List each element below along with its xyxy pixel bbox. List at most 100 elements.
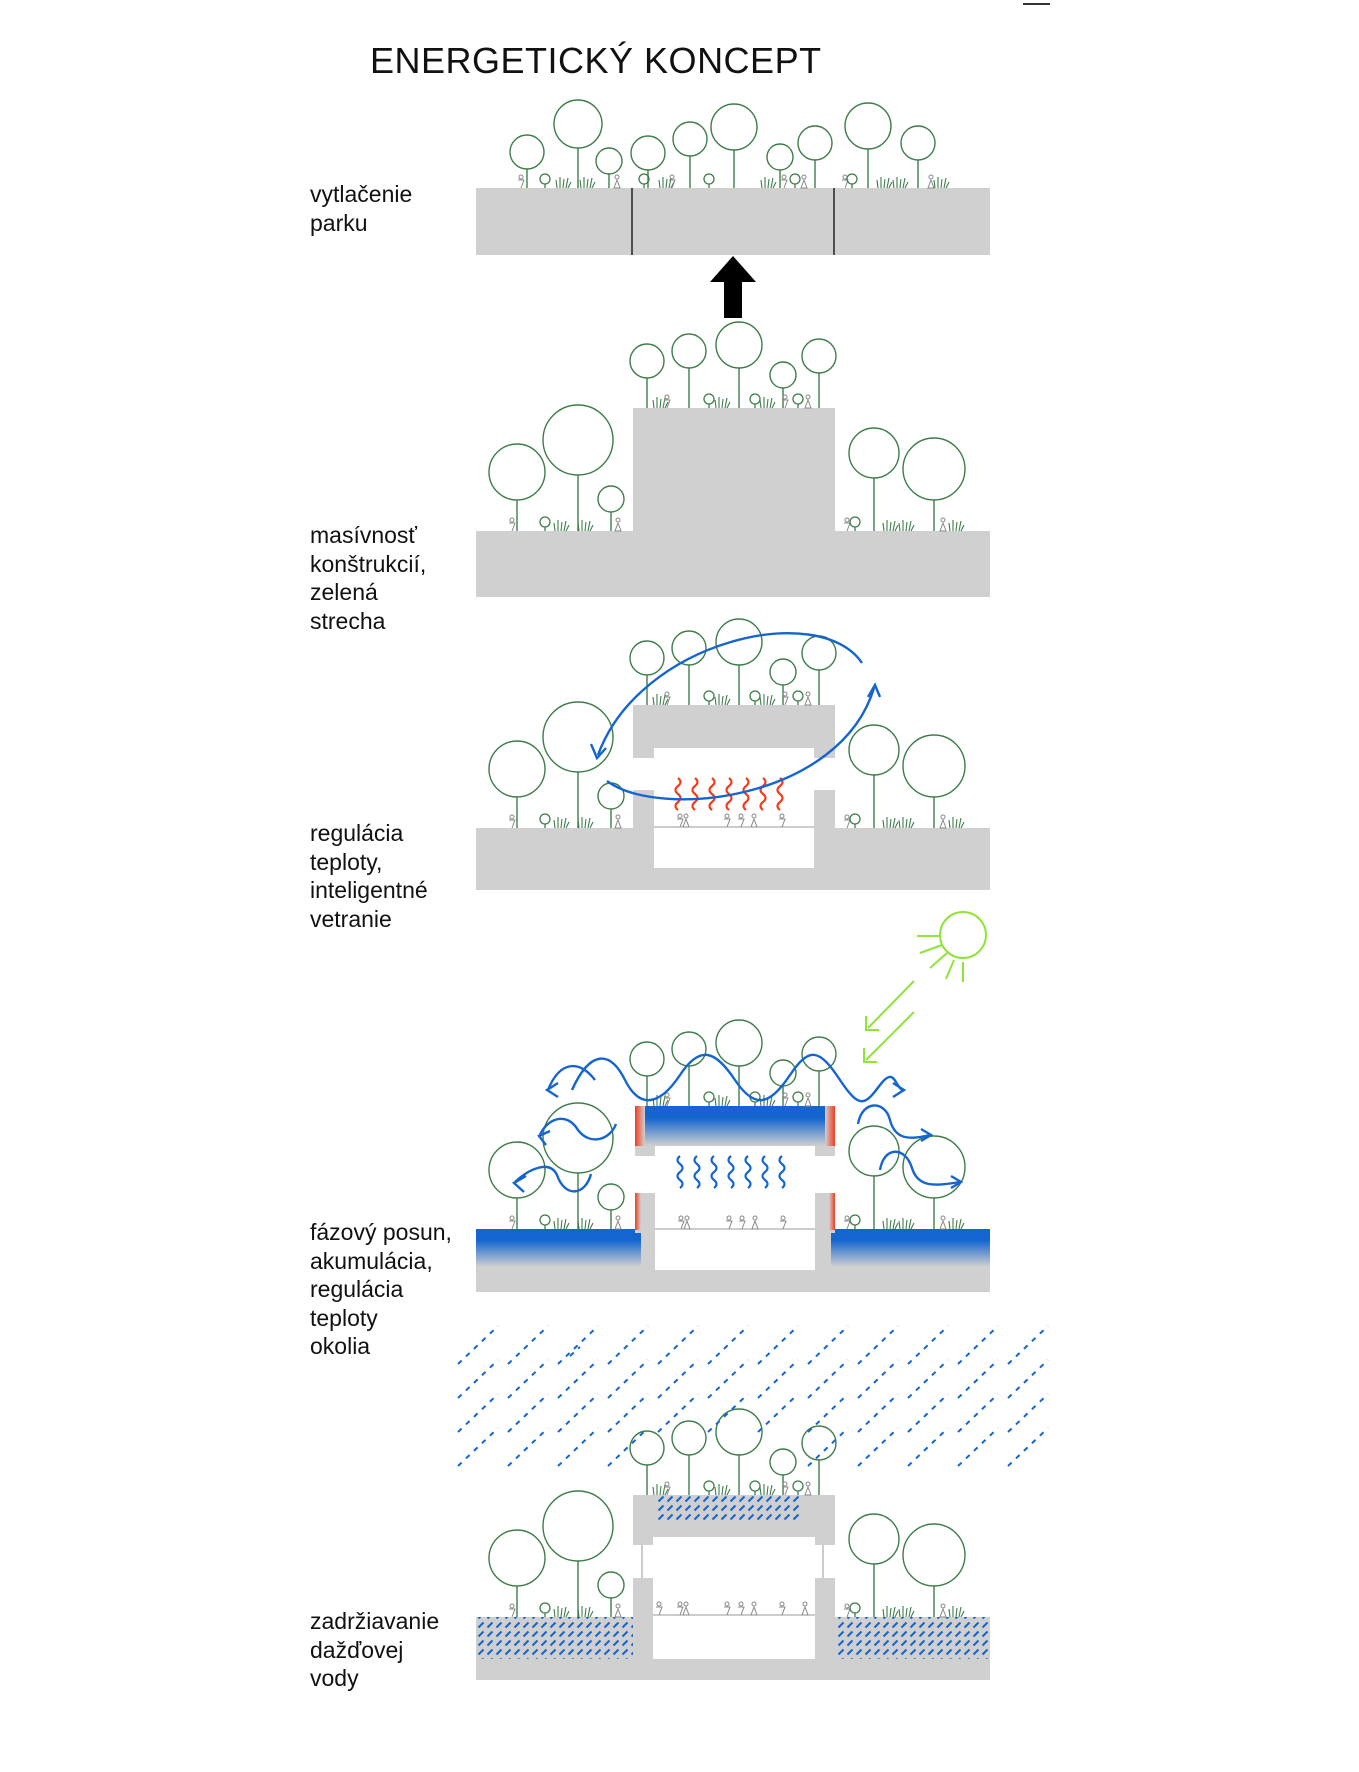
tree-icon [766,143,794,188]
arrowhead-icon [863,1048,877,1063]
person-icon [509,1603,516,1618]
grass-icon [577,1218,594,1230]
person-head [805,1481,811,1487]
grass-icon [882,1218,899,1230]
rain-streak [557,1393,599,1433]
air-flow-arrow [596,632,863,756]
rain-streak [957,1427,999,1467]
rain-streak [957,1325,999,1365]
roof-slab-lip [633,1537,653,1545]
heated-edge [635,1106,645,1146]
person-head [782,1092,788,1098]
grass-blades [898,520,915,532]
grass-icon [714,694,731,706]
person-icon [664,691,671,706]
tree-crown [848,724,900,776]
person-head [724,1601,730,1607]
shrub-icon [849,1214,861,1229]
person-body [804,398,812,409]
shrub-icon [792,1480,804,1495]
grass-blades [714,1095,731,1107]
sun-ray [945,959,955,980]
tree-icon [629,343,665,408]
tree-icon [848,724,900,828]
label-line: teploty [310,1304,378,1331]
wall-stub [815,1578,835,1618]
person-icon [804,1481,812,1496]
shrub-icon [703,173,715,188]
label-line: dažďovej [310,1636,404,1663]
page-corner-mark [1023,3,1050,5]
person-body [739,1220,746,1230]
grass-icon [898,817,915,829]
air-flow-wave [856,1104,931,1139]
tree-crown [542,404,614,476]
person-icon [682,813,690,828]
person-body [682,817,690,828]
person-body [751,1219,759,1230]
tree-crown [629,343,665,379]
rain-streak [807,1359,849,1399]
person-icon [844,1603,851,1618]
rain-streak [707,1393,749,1433]
label-line: akumulácia, [310,1247,433,1274]
person-body [844,1220,851,1230]
heated-edge [829,1193,835,1230]
rain-streak [757,1325,799,1365]
cool-wave-icon [727,1155,735,1189]
person-icon [801,1601,809,1616]
tree-icon [671,1031,707,1106]
tree-icon [672,121,708,188]
person-body [614,1219,622,1230]
wall-stub [633,790,654,830]
tree-crown [797,125,833,161]
sunlight-arrow [867,980,915,1029]
ground-slab [476,188,990,255]
person-icon [939,1603,947,1618]
person-head [940,814,946,820]
rain-streak [757,1393,799,1433]
grass-icon [933,177,950,189]
person-body [677,1606,684,1616]
person-icon [800,174,808,189]
label-line: vody [310,1665,359,1691]
heat-wave-icon [708,777,716,811]
tree-crown [902,437,966,501]
label-line: teploty, [310,848,383,875]
tree-crown [597,1571,625,1599]
arrowhead-icon [950,1174,964,1190]
tree-crown [488,443,546,501]
rain-streak [607,1359,649,1399]
sun-ray [919,944,943,954]
grass-icon [948,1606,965,1618]
label-line: vytlačenie [310,181,413,207]
tree-crown [597,1183,625,1211]
person-head [664,691,670,697]
shrub-icon [539,1602,551,1617]
rain-streak [757,1359,799,1399]
person-body [669,179,676,189]
person-icon [664,1481,671,1496]
grass-blades [898,1218,915,1230]
person-head [781,174,787,180]
cool-wave-icon [744,1155,752,1189]
person-icon [804,1092,812,1107]
rain-streak [1007,1359,1049,1399]
panel-label-mass-green-roof: masívnosť konštrukcií, zelená strecha [310,521,426,635]
shrub-icon [846,173,858,188]
tree-icon [595,147,623,188]
label-line: vetranie [310,905,392,932]
person-head [664,1481,670,1487]
person-icon [780,1215,787,1230]
person-body [939,521,947,532]
person-head [738,1601,744,1607]
shrub-crown [539,813,551,825]
cool-wave-icon [710,1155,718,1189]
roof-slab [633,705,835,748]
shrub-crown [539,516,551,528]
panel-label-phase-shift: fázový posun, akumulácia, regulácia tepl… [310,1218,452,1361]
grass-icon [760,177,777,189]
tree-crown [900,125,936,161]
rain-streak [857,1427,899,1467]
tree-icon [715,1408,763,1495]
